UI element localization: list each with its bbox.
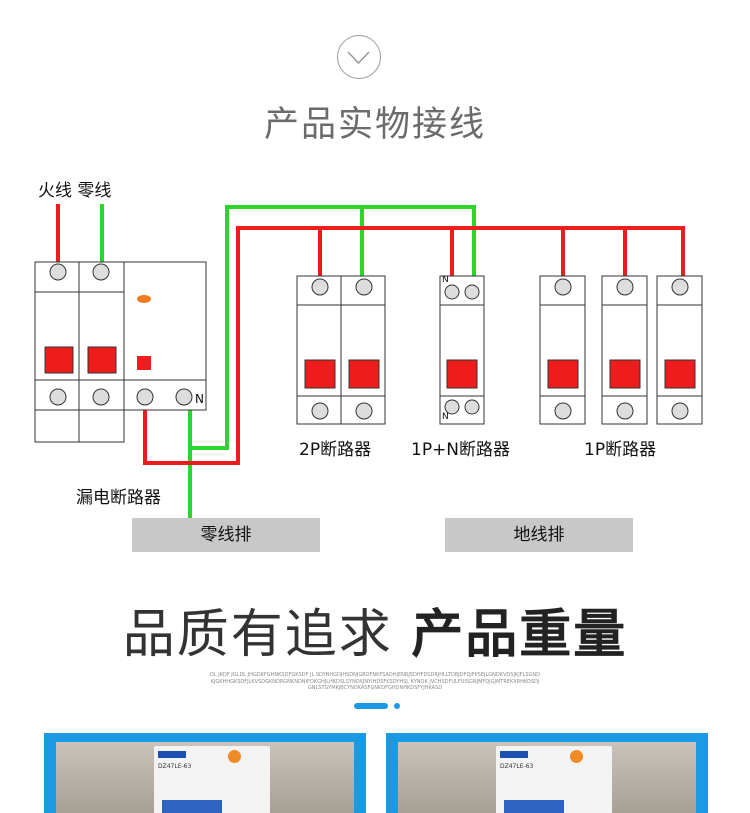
neutral-bar: 零线排 (132, 518, 320, 552)
product-photo-1: DZ47LE-63 (44, 733, 366, 813)
fine-print: DL JKDF JGLDL JHGDKFGHNKSDFGKSDF JL SDYN… (210, 672, 540, 691)
breaker-2p-label: 2P断路器 (299, 440, 372, 460)
rcd-handles (44, 346, 151, 374)
pagination-dot-active[interactable] (354, 703, 388, 709)
breaker-2p (296, 275, 386, 425)
breaker-1pn (439, 275, 485, 425)
photo-model-label: DZ47LE-63 (500, 763, 534, 770)
quality-headline: 品质有追求 产品重量 (0, 592, 750, 667)
ground-bar: 地线排 (445, 518, 633, 552)
breaker-photo-body: DZ47LE-63 (154, 746, 270, 813)
rcd-terminal-label: N (195, 392, 204, 406)
breaker-switch (504, 800, 564, 813)
wiring-diagram (34, 204, 703, 518)
rcd-breaker (34, 261, 207, 443)
test-button-icon (228, 750, 241, 763)
breaker-photo-body: DZ47LE-63 (496, 746, 612, 813)
section-title: 产品实物接线 (263, 105, 486, 145)
rcd-indicator (137, 295, 151, 303)
quality-headline-light: 品质有追求 (122, 605, 393, 665)
breaker-1pn-label: 1P+N断路器 (411, 440, 511, 460)
photo-model-label: DZ47LE-63 (158, 763, 192, 770)
neutral-wires (100, 204, 476, 518)
breaker-switch (162, 800, 222, 813)
live-wires (56, 204, 685, 465)
breakers-1p (539, 275, 703, 425)
pagination-dot[interactable] (394, 703, 400, 709)
quality-headline-bold: 产品重量 (411, 605, 628, 665)
live-neutral-label: 火线 零线 (38, 181, 112, 201)
brand-logo (500, 751, 528, 758)
test-button-icon (570, 750, 583, 763)
breaker-1p-label: 1P断路器 (584, 440, 657, 460)
product-photo-2: DZ47LE-63 (386, 733, 708, 813)
breaker-1pn-terminal-top: N (442, 275, 449, 285)
breaker-1pn-terminal-bottom: N (442, 412, 449, 422)
rcd-label: 漏电断路器 (76, 488, 161, 508)
chevron-down-icon[interactable] (337, 35, 381, 79)
brand-logo (158, 751, 186, 758)
